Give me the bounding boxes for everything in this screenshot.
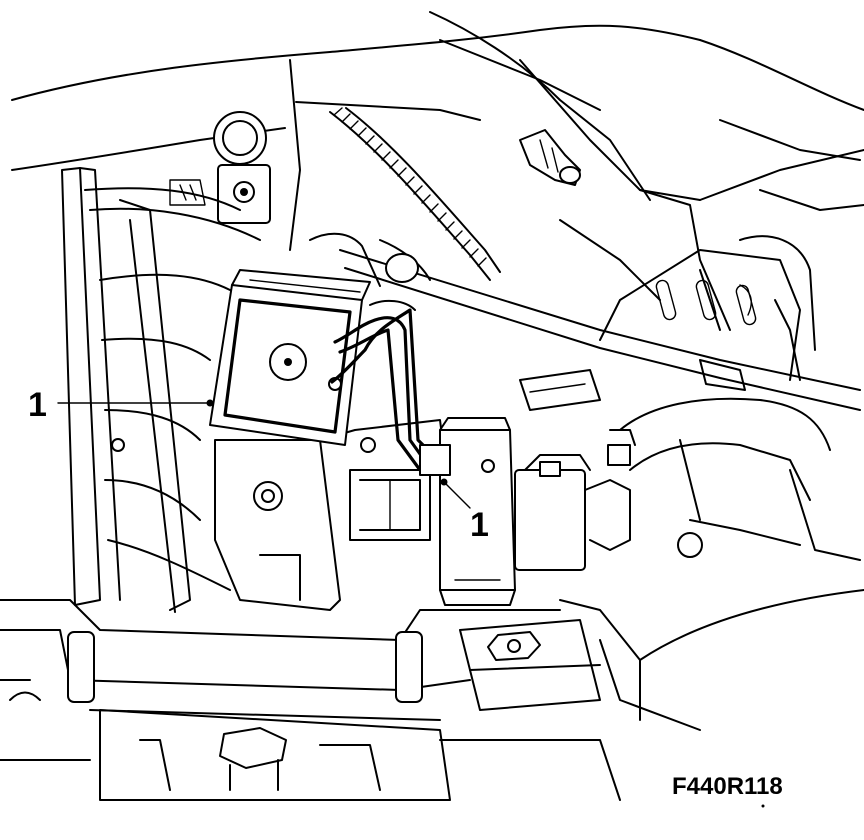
wiring-loom <box>330 299 442 472</box>
connector-plug <box>514 429 636 571</box>
upper-body-panels <box>11 11 864 381</box>
module-right <box>419 417 516 606</box>
mounting-plate <box>214 419 446 611</box>
callout-label-right: 1 <box>470 506 489 544</box>
rubber-plug <box>519 129 581 186</box>
module-left <box>209 269 371 446</box>
serrated-band <box>329 107 501 281</box>
diagonal-rod <box>309 232 861 411</box>
callout-leaders <box>57 399 471 509</box>
right-bracket <box>519 249 801 411</box>
bottom-housing <box>0 709 621 801</box>
callout-label-left: 1 <box>28 386 47 424</box>
upper-bolt-fitting <box>213 111 271 224</box>
figure-id: F440R118 <box>672 773 783 800</box>
lower-right-bolt <box>459 619 601 711</box>
lower-frame <box>0 589 864 731</box>
left-strut <box>61 167 261 613</box>
curved-hose <box>619 397 861 561</box>
